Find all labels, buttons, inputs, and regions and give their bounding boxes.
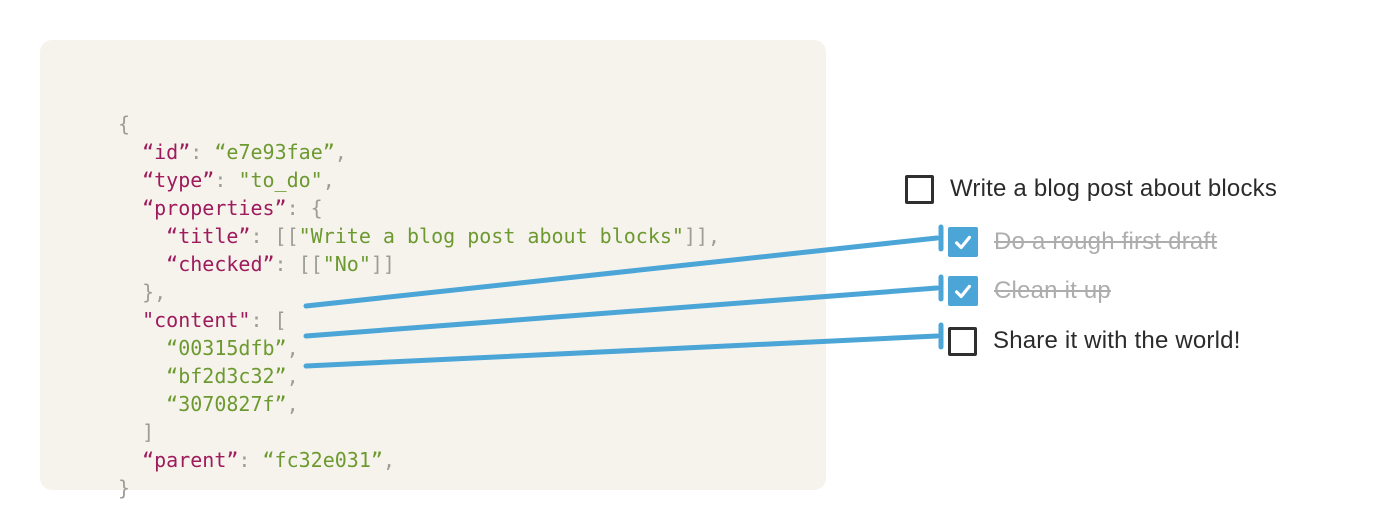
todo-item-row: Do a rough first draft (948, 227, 1217, 257)
checkmark-icon (954, 284, 972, 299)
checkmark-icon (954, 235, 972, 250)
todo-item-label: Share it with the world! (993, 327, 1241, 354)
checkbox-unchecked[interactable] (905, 174, 934, 204)
checkbox-checked[interactable] (948, 227, 978, 257)
todo-item-row: Write a blog post about blocks (905, 174, 1277, 204)
todo-item-row: Share it with the world! (948, 326, 1241, 356)
json-code-panel: { “id”: “e7e93fae”, “type”: "to_do", “pr… (40, 40, 826, 500)
todo-item-label: Clean it up (994, 277, 1111, 304)
checkbox-checked[interactable] (948, 276, 978, 306)
todo-item-label: Do a rough first draft (994, 228, 1218, 255)
checkbox-unchecked[interactable] (948, 326, 977, 356)
todo-item-label: Write a blog post about blocks (950, 175, 1278, 202)
todo-item-row: Clean it up (948, 276, 1111, 306)
json-code-block: { “id”: “e7e93fae”, “type”: "to_do", “pr… (118, 112, 721, 500)
